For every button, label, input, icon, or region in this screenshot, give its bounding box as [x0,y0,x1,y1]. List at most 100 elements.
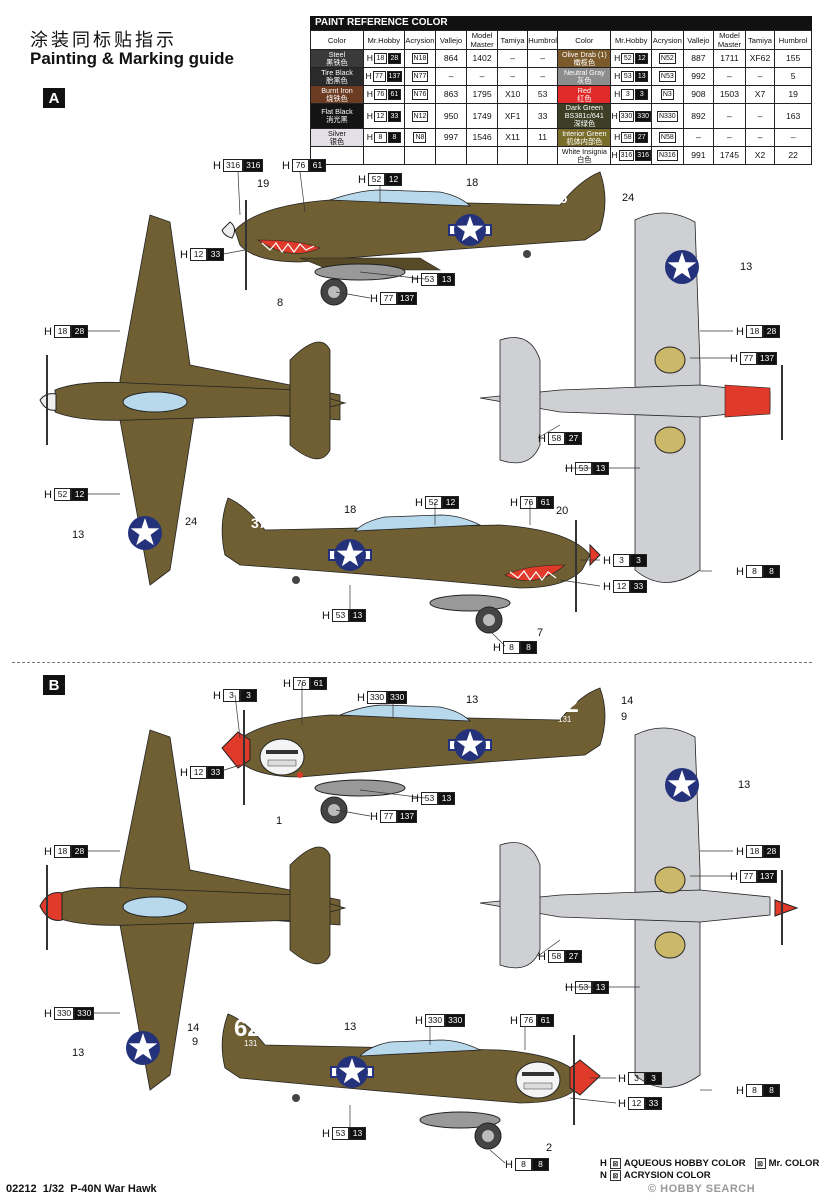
acrysion-value: N8 [413,132,427,143]
h-prefix: H [618,1072,626,1085]
acrysion-code: N316 [651,146,684,165]
h-prefix: H [44,325,52,338]
h-prefix: H [411,273,419,286]
product-name: P-40N War Hawk [70,1183,157,1195]
decal-number: 20 [556,505,569,517]
paint-name: White Insignia [561,146,607,156]
h-prefix: H [565,462,573,475]
b-bottom-view [479,727,799,1088]
mr-color-code: 61 [308,159,326,172]
aqueous-code: 8 [745,565,763,578]
paint-table-empty-cell [403,146,437,165]
aqueous-code: 330 [618,110,635,122]
mr-color-code: 137 [756,870,778,883]
decal-number: 13 [344,1021,357,1033]
h-prefix: H [736,325,744,338]
aqueous-code: 12 [189,766,207,779]
aqueous-code: 52 [367,173,385,186]
acrysion-value: N58 [658,132,676,143]
acrysion-value: N77 [411,71,429,82]
aqueous-code: 77 [739,870,757,883]
h-prefix: H [283,677,291,690]
decal-number: 13 [738,779,751,791]
h-prefix: H [611,150,618,160]
mr-color-code: 12 [70,488,88,501]
h-prefix: H [366,89,373,99]
mr-color-code: 137 [756,352,778,365]
h-prefix: H [611,110,618,121]
paint-table-column-header: Acrysion [403,30,437,50]
acrysion-value: N76 [411,89,429,100]
paint-name: Red [577,85,591,95]
aqueous-code: 53 [331,609,349,622]
paint-name: Steel [328,49,346,59]
h-prefix: H [370,292,378,305]
decal-number: 18 [466,177,479,189]
aqueous-code: 53 [420,792,438,805]
h-prefix: H [736,565,744,578]
b-tail-number-1: 62 [552,691,579,718]
a-top-view [39,214,347,586]
paint-name: Silver [327,128,346,138]
a-bottom-view [479,212,783,583]
paint-table-empty-cell [362,146,405,165]
decal-number: 14 [187,1022,200,1034]
decal-number: 13 [466,694,479,706]
aqueous-code: 3 [222,689,240,702]
aqueous-code: 53 [574,981,592,994]
paint-table-column-header: Model Master [465,30,499,50]
h-prefix: H [44,488,52,501]
paint-table-column-header: Color [557,30,612,50]
decal-number: 14 [621,695,634,707]
humbrol-code: 33 [526,103,559,129]
mr-color-code: 330 [445,1014,466,1027]
aqueous-code: 77 [739,352,757,365]
aqueous-code: 18 [745,325,763,338]
paint-name: Interior Green [562,128,607,138]
a-tail-number-1: 376 [544,190,568,206]
mr-color-code: 330 [635,110,651,122]
section-a-label: A [43,88,65,108]
tamiya-code: XF1 [497,103,528,129]
aqueous-code: 18 [53,845,71,858]
h-prefix: H [44,845,52,858]
aqueous-code: 18 [53,325,71,338]
aqueous-code: 53 [420,273,438,286]
mr-color-code: 316 [635,150,651,161]
mr-color-code: 8 [387,132,401,143]
aqueous-code: 52 [424,496,442,509]
aqueous-code: 12 [627,1097,645,1110]
legend-aqueous: H ⊠ AQUEOUS HOBBY COLOR ⊠ Mr. COLOR [600,1158,819,1169]
mr-color-code: 33 [206,766,224,779]
decal-number: 13 [72,529,85,541]
h-prefix: H [411,792,419,805]
h-prefix: H [510,1014,518,1027]
humbrol-code: 22 [774,146,812,165]
acrysion-value: N3 [660,89,674,100]
aqueous-code: 8 [514,1158,532,1171]
aqueous-code: 330 [424,1014,446,1027]
title-chinese: 涂装同标贴指示 [30,30,177,51]
paint-table-title: PAINT REFERENCE COLOR [310,16,812,30]
aqueous-code: 12 [189,248,207,261]
mr-color-code: 33 [387,110,401,122]
humbrol-code: 163 [774,103,812,129]
h-prefix: H [213,689,221,702]
acrysion-value: N53 [658,71,676,82]
